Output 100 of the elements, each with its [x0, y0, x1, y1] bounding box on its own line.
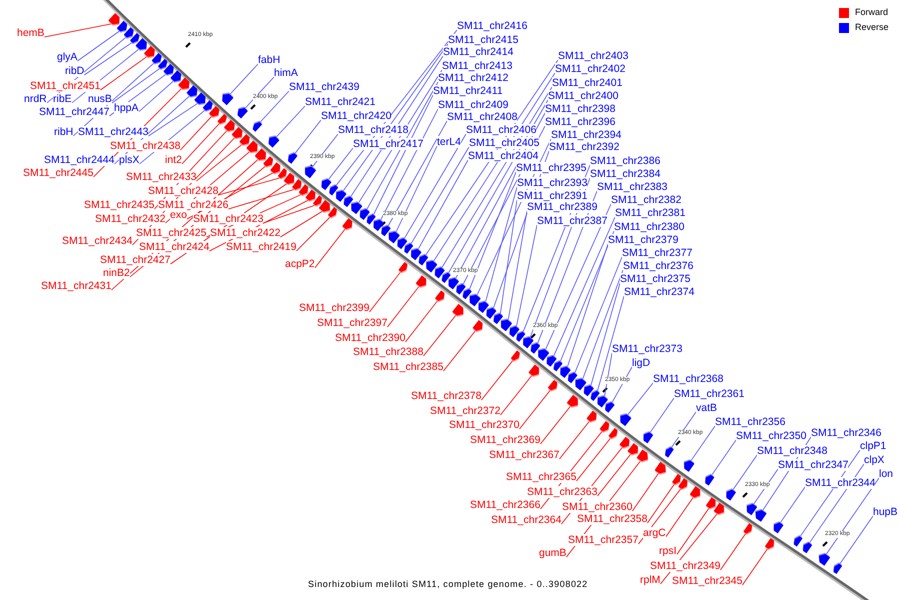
gene-label: SM11_chr2389 — [527, 201, 598, 213]
gene-label: nusB — [88, 93, 112, 105]
leader-line — [604, 352, 612, 398]
gene-label: SM11_chr2366 — [470, 499, 540, 511]
leader-line — [500, 200, 518, 315]
gene-label: SM11_chr2369 — [470, 434, 540, 446]
gene-label: hppA — [114, 102, 139, 114]
gene-label: SM11_chr2408 — [447, 111, 518, 123]
leader-line — [280, 210, 324, 238]
gene-label: SM11_chr2433 — [126, 171, 196, 183]
gene-block — [398, 262, 408, 274]
leader-line — [540, 405, 572, 444]
gene-label: SM11_chr2377 — [622, 247, 692, 259]
gene-block — [342, 218, 352, 230]
gene-block — [217, 114, 228, 125]
gene-label: SM11_chr2412 — [438, 72, 508, 84]
leader-line — [229, 64, 258, 95]
gene-label: SM11_chr2444 — [44, 154, 114, 166]
gene-label: SM11_chr2400 — [548, 90, 618, 102]
gene-block — [298, 184, 308, 196]
leader-line — [839, 516, 874, 565]
gene-block — [472, 320, 483, 332]
gene-label: SM11_chr2360 — [562, 501, 632, 513]
gene-label: SM11_chr2421 — [305, 96, 376, 108]
gene-block — [833, 562, 842, 574]
gene-label: SM11_chr2425 — [136, 227, 206, 239]
gene-label: SM11_chr2428 — [148, 185, 218, 197]
gene-label: acpP2 — [285, 258, 315, 270]
gene-block — [435, 290, 445, 302]
leader-line — [508, 210, 528, 321]
leader-line — [180, 116, 212, 150]
gene-label: SM11_chr2391 — [517, 190, 588, 202]
gene-label: SM11_chr2414 — [443, 46, 514, 58]
gene-label: SM11_chr2409 — [438, 99, 508, 111]
leader-line — [742, 548, 768, 586]
gene-block — [608, 428, 618, 440]
gene-block — [232, 127, 243, 140]
gene-block — [528, 364, 540, 377]
gene-label: SM11_chr2423 — [193, 213, 264, 225]
gene-block — [566, 394, 578, 408]
gene-label: SM11_chr2363 — [527, 486, 598, 498]
gene-label: gumB — [539, 547, 566, 559]
caption: Sinorhizobium meliloti SM11, complete genome. - 0..3908022 — [308, 579, 588, 590]
gene-block — [764, 538, 774, 550]
leader-line — [566, 244, 608, 368]
leader-line — [574, 256, 622, 374]
gene-label: SM11_chr2345 — [672, 575, 742, 587]
gene-block — [328, 207, 338, 218]
leader-line — [485, 186, 518, 303]
leader-line — [244, 76, 274, 109]
gene-label: SM11_chr2396 — [545, 116, 616, 128]
gene-label: SM11_chr2443 — [78, 126, 148, 138]
gene-block — [321, 178, 332, 190]
gene-label: SM11_chr2431 — [41, 280, 112, 292]
gene-label: argC — [643, 527, 666, 539]
gene-label: SM11_chr2424 — [139, 241, 210, 253]
gene-block — [746, 502, 758, 516]
leader-line — [182, 122, 220, 164]
leader-line — [469, 172, 516, 290]
gene-block — [538, 348, 550, 361]
gene-label: exo — [170, 209, 187, 221]
gene-label: SM11_chr2438 — [110, 140, 180, 152]
leader-line — [218, 177, 281, 196]
legend-label: Reverse — [855, 22, 889, 33]
gene-label: SM11_chr2399 — [299, 302, 370, 314]
gene-label: SM11_chr2376 — [623, 260, 694, 272]
leader-line — [263, 204, 316, 224]
gene-label: SM11_chr2375 — [620, 273, 690, 285]
gene-block — [462, 288, 472, 300]
gene-label: SM11_chr2384 — [590, 168, 660, 180]
leader-line — [366, 82, 438, 210]
gene-block — [124, 27, 134, 39]
gene-label: SM11_chr2388 — [353, 346, 424, 358]
gene-label: SM11_chr2379 — [608, 234, 678, 246]
gene-label: himA — [274, 67, 298, 79]
leader-line — [647, 483, 675, 524]
gene-block — [818, 552, 830, 566]
gene-label: SM11_chr2402 — [555, 63, 626, 75]
gene-block — [628, 443, 638, 456]
leader-line — [481, 360, 514, 400]
leader-line — [388, 120, 448, 227]
gene-label: rplM — [640, 574, 660, 586]
leader-line — [328, 148, 354, 180]
gene-label: SM11_chr2381 — [615, 207, 686, 219]
leader-line — [443, 330, 476, 372]
leader-line — [77, 30, 120, 62]
gene-label: terL4 — [437, 136, 461, 148]
leader-line — [410, 146, 470, 244]
leader-line — [553, 216, 616, 357]
gene-label: SM11_chr2417 — [353, 138, 424, 150]
gene-label: SM11_chr2427 — [100, 254, 170, 266]
gene-label: vatB — [696, 402, 718, 414]
gene-label: SM11_chr2387 — [537, 215, 608, 227]
gene-block — [548, 380, 558, 392]
gene-block — [600, 421, 610, 433]
gene-label: SM11_chr2378 — [411, 390, 482, 402]
gene-block — [672, 474, 682, 486]
gene-label: SM11_chr2370 — [449, 419, 520, 431]
leader-line — [597, 296, 624, 392]
gene-label: SM11_chr2383 — [597, 181, 668, 193]
